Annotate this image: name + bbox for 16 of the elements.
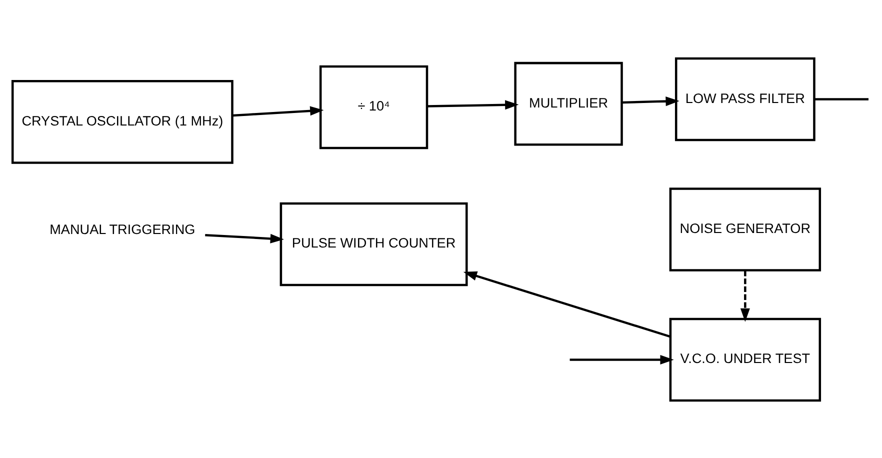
arrow: [570, 354, 674, 364]
node-box: ÷ 10⁴: [319, 64, 428, 149]
node-box: V.C.O. UNDER TEST: [669, 317, 822, 402]
arrow: [426, 100, 519, 110]
node-box: LOW PASS FILTER: [674, 56, 816, 141]
arrow: [463, 270, 671, 338]
connector: [814, 98, 868, 100]
arrow: [622, 96, 680, 106]
arrow: [740, 270, 750, 322]
node-text: MANUAL TRIGGERING: [50, 222, 196, 237]
node-box: PULSE WIDTH COUNTER: [280, 202, 468, 286]
arrow: [232, 106, 324, 116]
node-box: NOISE GENERATOR: [669, 187, 822, 271]
node-box: CRYSTAL OSCILLATOR (1 MHz): [11, 80, 234, 164]
node-box: MULTIPLIER: [514, 61, 623, 146]
arrow: [205, 233, 284, 243]
